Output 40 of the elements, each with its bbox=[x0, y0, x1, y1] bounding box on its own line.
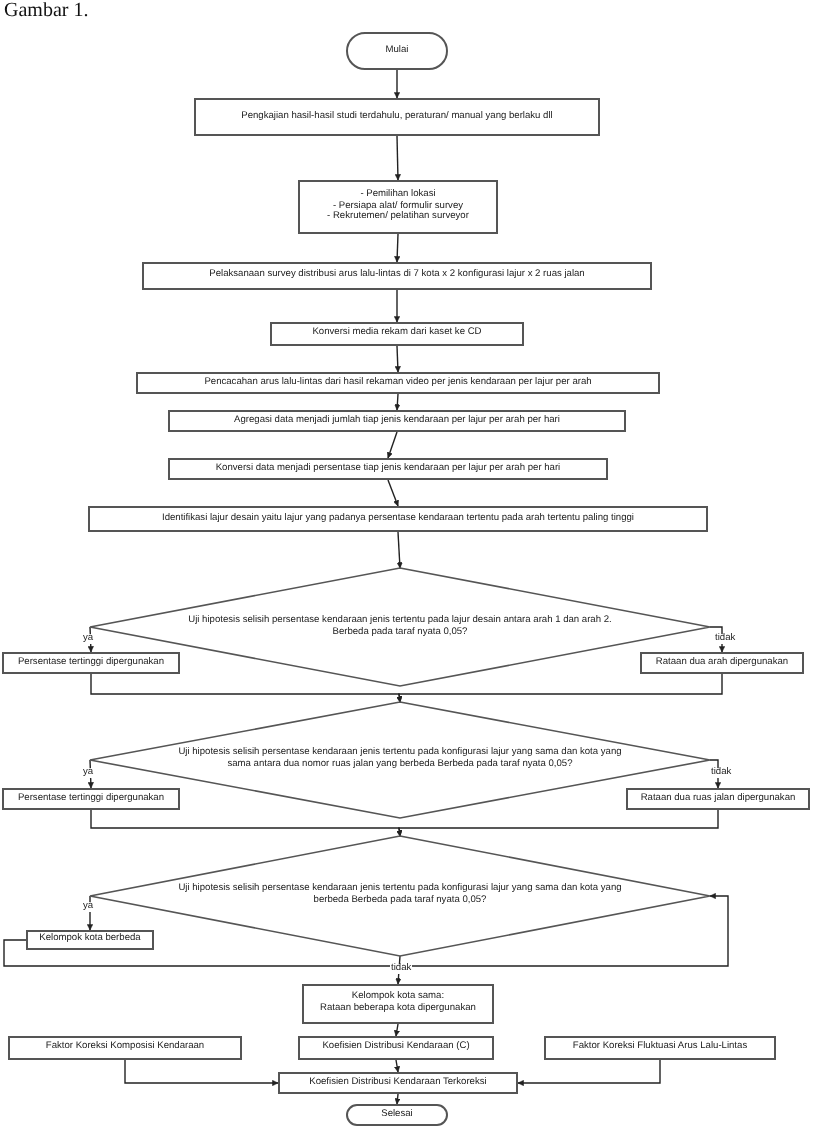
arrow bbox=[87, 626, 94, 653]
arrow bbox=[395, 955, 402, 985]
arrow bbox=[393, 289, 401, 323]
figure-caption: Gambar 1. bbox=[4, 0, 89, 22]
arrow bbox=[394, 135, 401, 181]
process-box bbox=[544, 1036, 776, 1060]
process-box bbox=[298, 180, 498, 234]
arrow bbox=[394, 1059, 401, 1073]
arrow bbox=[394, 233, 401, 263]
process-box bbox=[194, 98, 600, 136]
arrow bbox=[386, 431, 398, 459]
process-box bbox=[298, 1036, 494, 1060]
process-box bbox=[302, 984, 494, 1024]
process-box bbox=[2, 788, 180, 810]
arrow bbox=[3, 892, 729, 967]
arrow bbox=[393, 1023, 400, 1037]
process-box bbox=[168, 410, 626, 432]
process-box bbox=[640, 652, 804, 674]
arrow bbox=[393, 69, 401, 99]
process-box bbox=[142, 262, 652, 290]
arrow bbox=[124, 1059, 279, 1087]
process-box bbox=[26, 930, 154, 950]
arrow bbox=[396, 809, 719, 837]
process-box bbox=[136, 372, 660, 394]
process-box bbox=[270, 322, 524, 346]
arrow bbox=[709, 626, 726, 653]
arrow bbox=[517, 1059, 661, 1087]
arrow bbox=[396, 531, 403, 569]
arrow bbox=[394, 393, 401, 411]
process-box bbox=[626, 788, 810, 810]
process-box bbox=[88, 506, 708, 532]
arrow bbox=[394, 345, 401, 373]
process-box bbox=[168, 458, 608, 480]
process-box bbox=[8, 1036, 242, 1060]
process-box bbox=[278, 1072, 518, 1094]
arrow bbox=[396, 673, 723, 703]
arrow bbox=[394, 1093, 401, 1105]
process-box bbox=[2, 652, 180, 674]
arrow bbox=[87, 759, 94, 789]
arrow bbox=[387, 479, 399, 507]
